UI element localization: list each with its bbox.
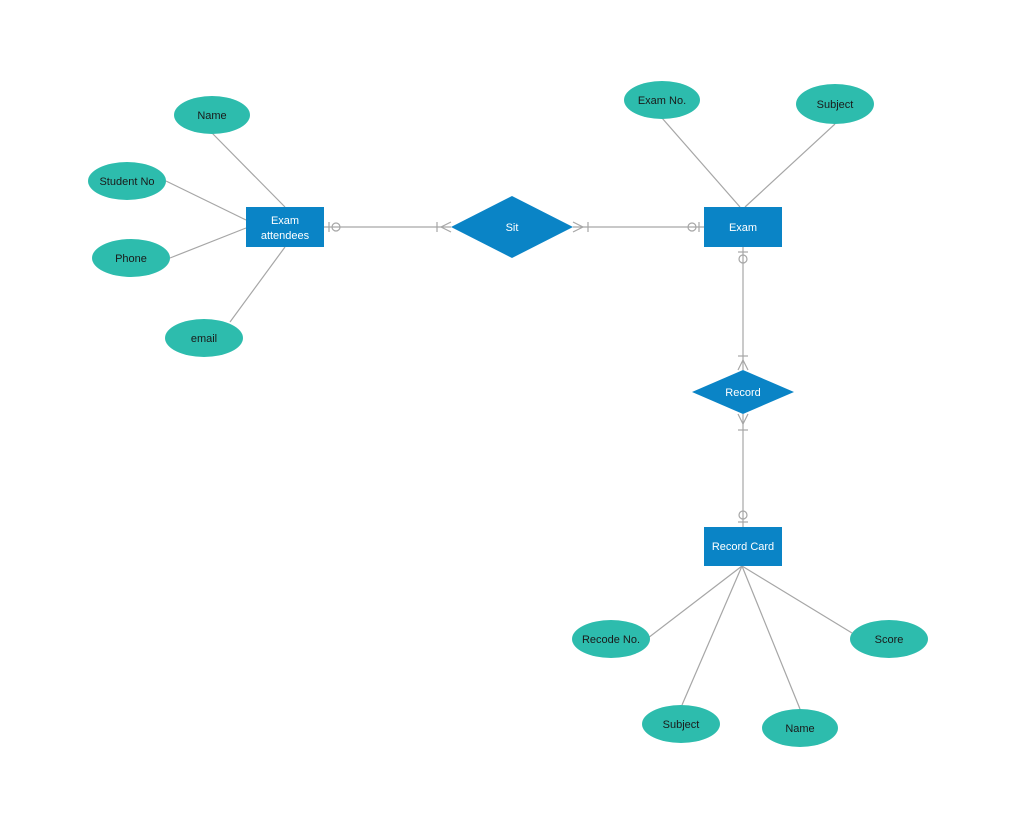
relationship-label: Record xyxy=(725,387,760,399)
cardinality-circle xyxy=(331,222,341,232)
crow-foot xyxy=(737,413,744,425)
attribute-label: Phone xyxy=(115,253,147,265)
attribute-shape xyxy=(796,84,874,124)
attribute-email[interactable]: email xyxy=(165,319,243,357)
attribute-label: Student No xyxy=(99,176,154,188)
entity-label: Record Card xyxy=(712,541,774,553)
entity-label: Exam xyxy=(729,222,757,234)
cardinality-circle xyxy=(738,510,748,520)
relationship-shape xyxy=(451,196,573,258)
relationship-shape xyxy=(692,370,794,414)
entity-shape xyxy=(246,207,324,247)
relationships: Sit Record xyxy=(451,196,794,414)
connector-subject-card xyxy=(681,565,743,706)
attribute-shape xyxy=(850,620,928,658)
relationship-sit[interactable]: Sit xyxy=(451,196,573,258)
attribute-shape xyxy=(762,709,838,747)
entity-label: attendees xyxy=(261,230,310,242)
crow-foot xyxy=(742,359,749,371)
attribute-student-no[interactable]: Student No xyxy=(88,162,166,200)
entity-exam[interactable]: Exam xyxy=(704,207,782,247)
cardinality-circle xyxy=(738,254,748,264)
crow-foot xyxy=(440,226,452,233)
crow-foot xyxy=(572,221,584,228)
attributes: Name Student No Phone email Exam No. Sub… xyxy=(88,81,928,747)
attribute-card-subject[interactable]: Subject xyxy=(642,705,720,743)
attribute-label: email xyxy=(191,333,217,345)
connector-phone-attendees xyxy=(169,227,247,259)
crow-foot xyxy=(742,413,749,425)
cardinality-circle xyxy=(687,222,697,232)
attribute-label: Score xyxy=(875,634,904,646)
relationship-record[interactable]: Record xyxy=(692,370,794,414)
attribute-shape xyxy=(88,162,166,200)
attribute-shape xyxy=(174,96,250,134)
attribute-shape xyxy=(642,705,720,743)
connector-name-attendees xyxy=(211,132,286,208)
attribute-subject[interactable]: Subject xyxy=(796,84,874,124)
relationship-label: Sit xyxy=(506,222,519,234)
relationship-connectors xyxy=(324,221,749,527)
attribute-label: Recode No. xyxy=(582,634,640,646)
attribute-shape xyxy=(624,81,700,119)
connector-score-card xyxy=(741,565,853,634)
entity-record-card[interactable]: Record Card xyxy=(704,527,782,566)
connector-subject-exam xyxy=(744,123,836,208)
attribute-label: Exam No. xyxy=(638,95,686,107)
attribute-label: Subject xyxy=(817,99,854,111)
crow-foot xyxy=(572,226,584,233)
attribute-shape xyxy=(165,319,243,357)
crow-foot xyxy=(440,221,452,228)
attribute-shape xyxy=(92,239,170,277)
attribute-label: Name xyxy=(785,723,814,735)
attribute-phone[interactable]: Phone xyxy=(92,239,170,277)
entity-exam-attendees[interactable]: Exam attendees xyxy=(246,207,324,247)
connector-recode-no-card xyxy=(647,565,743,639)
crow-foot xyxy=(737,359,744,371)
entity-shape xyxy=(704,527,782,566)
connector-exam-no-exam xyxy=(661,117,741,208)
attribute-recode-no[interactable]: Recode No. xyxy=(572,620,650,658)
attribute-name[interactable]: Name xyxy=(174,96,250,134)
connector-email-attendees xyxy=(229,246,286,323)
attribute-label: Name xyxy=(197,110,226,122)
attribute-exam-no[interactable]: Exam No. xyxy=(624,81,700,119)
attribute-label: Subject xyxy=(663,719,700,731)
attribute-shape xyxy=(572,620,650,658)
connector-student-no-attendees xyxy=(165,180,247,221)
attribute-score[interactable]: Score xyxy=(850,620,928,658)
entity-label: Exam xyxy=(271,215,299,227)
entities: Exam attendees Exam Record Card xyxy=(246,207,782,566)
entity-shape xyxy=(704,207,782,247)
attribute-connectors xyxy=(165,117,853,710)
attribute-card-name[interactable]: Name xyxy=(762,709,838,747)
connector-name-card xyxy=(741,565,801,710)
